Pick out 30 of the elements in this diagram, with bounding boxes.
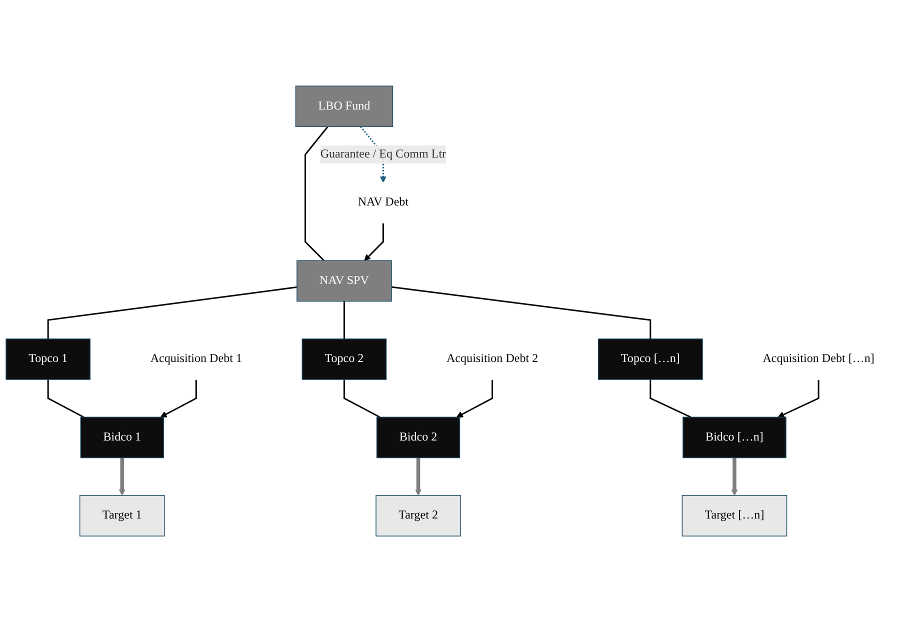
node-text: Acquisition Debt 1 bbox=[150, 352, 242, 366]
arrow bbox=[778, 380, 820, 418]
connector bbox=[650, 380, 692, 418]
node-box: Bidco […n] bbox=[682, 417, 786, 459]
node-text: NAV Debt bbox=[358, 196, 409, 210]
node-box: Topco 2 bbox=[302, 338, 387, 380]
arrow bbox=[118, 458, 126, 496]
connector bbox=[304, 126, 328, 262]
arrow bbox=[414, 458, 422, 496]
arrow bbox=[364, 223, 384, 262]
edge-label: Guarantee / Eq Comm Ltr bbox=[320, 148, 446, 161]
connector bbox=[391, 286, 652, 340]
arrow bbox=[160, 380, 197, 418]
connector bbox=[47, 286, 298, 340]
node-box: Topco 1 bbox=[6, 338, 91, 380]
node-box: Bidco 2 bbox=[376, 417, 460, 459]
node-box: NAV SPV bbox=[296, 260, 392, 302]
node-text: Acquisition Debt […n] bbox=[762, 352, 874, 366]
node-box: Topco […n] bbox=[598, 338, 703, 380]
node-box: Bidco 1 bbox=[80, 417, 164, 459]
node-box: LBO Fund bbox=[295, 86, 394, 128]
arrow bbox=[731, 458, 738, 496]
node-text: Acquisition Debt 2 bbox=[446, 352, 538, 366]
arrow bbox=[456, 380, 494, 418]
connector bbox=[343, 380, 380, 418]
node-box: Target 1 bbox=[79, 496, 165, 537]
node-box: Target 2 bbox=[376, 496, 461, 537]
connector bbox=[343, 302, 345, 340]
connector bbox=[47, 380, 84, 418]
node-box: Target […n] bbox=[682, 496, 788, 537]
